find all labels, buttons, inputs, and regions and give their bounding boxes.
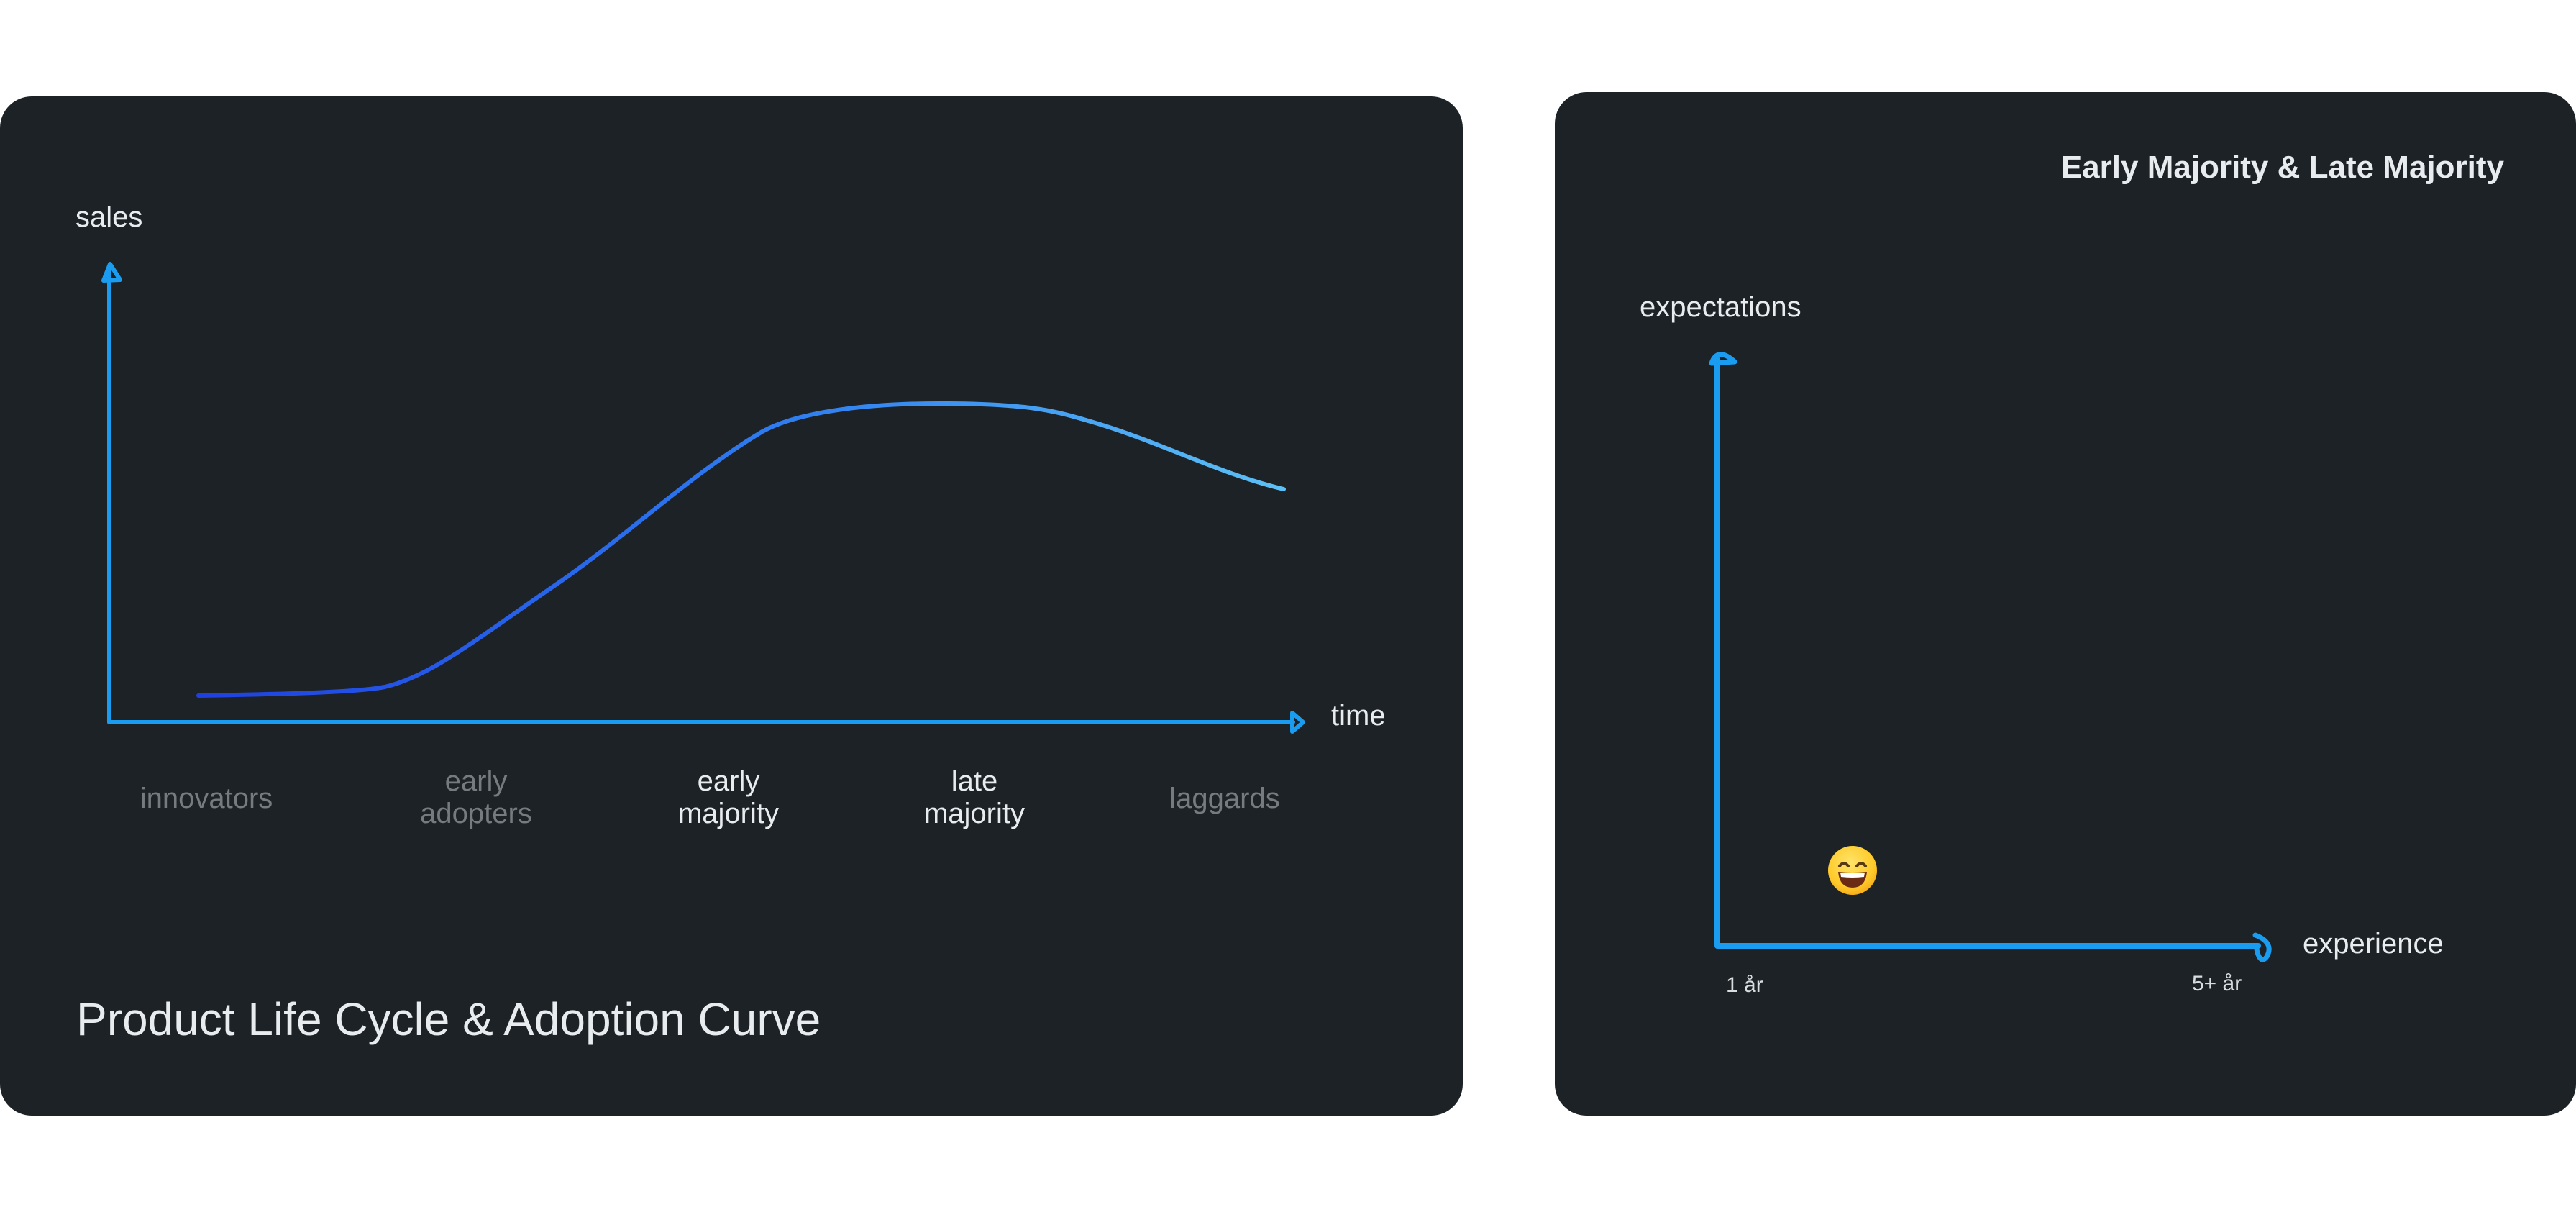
stage-label-line1: innovators: [140, 783, 273, 814]
x-tick-5-plus-years: 5+ år: [2192, 972, 2242, 996]
product-life-cycle-card: [0, 96, 1463, 1116]
stage-label-line2: majority: [923, 797, 1026, 829]
sales-axis-label: sales: [76, 201, 143, 233]
experience-axis-label: experience: [2303, 928, 2444, 960]
stage-laggards: laggards: [1169, 783, 1279, 815]
grinning-face-icon: [1828, 846, 1877, 895]
x-tick-1-year: 1 år: [1726, 973, 1763, 997]
expectations-axis-arrowhead: [1709, 352, 1737, 366]
stage-innovators: innovators: [140, 783, 273, 815]
right-card-title: Early Majority & Late Majority: [2060, 150, 2504, 185]
stage-label-line1: late: [951, 765, 998, 797]
stage-late-majority: late majority: [924, 765, 1025, 830]
stage-label-line1: early: [444, 765, 508, 797]
stage-label-line1: early: [697, 765, 760, 797]
time-axis-arrowhead: [1290, 711, 1305, 734]
time-axis-label: time: [1331, 700, 1386, 732]
experience-axis-arrowhead: [2252, 932, 2272, 962]
stage-label-line2: adopters: [420, 797, 532, 829]
stage-early-majority: early majority: [678, 765, 779, 830]
stage-label-line1: laggards: [1169, 783, 1280, 814]
sales-axis-arrowhead: [101, 262, 122, 283]
stage-early-adopters: early adopters: [420, 765, 532, 830]
left-card-title: Product Life Cycle & Adoption Curve: [76, 993, 821, 1045]
expectations-axis-label: expectations: [1640, 291, 1801, 323]
stage-label-line2: majority: [677, 797, 780, 829]
adoption-curve: [196, 401, 1286, 698]
